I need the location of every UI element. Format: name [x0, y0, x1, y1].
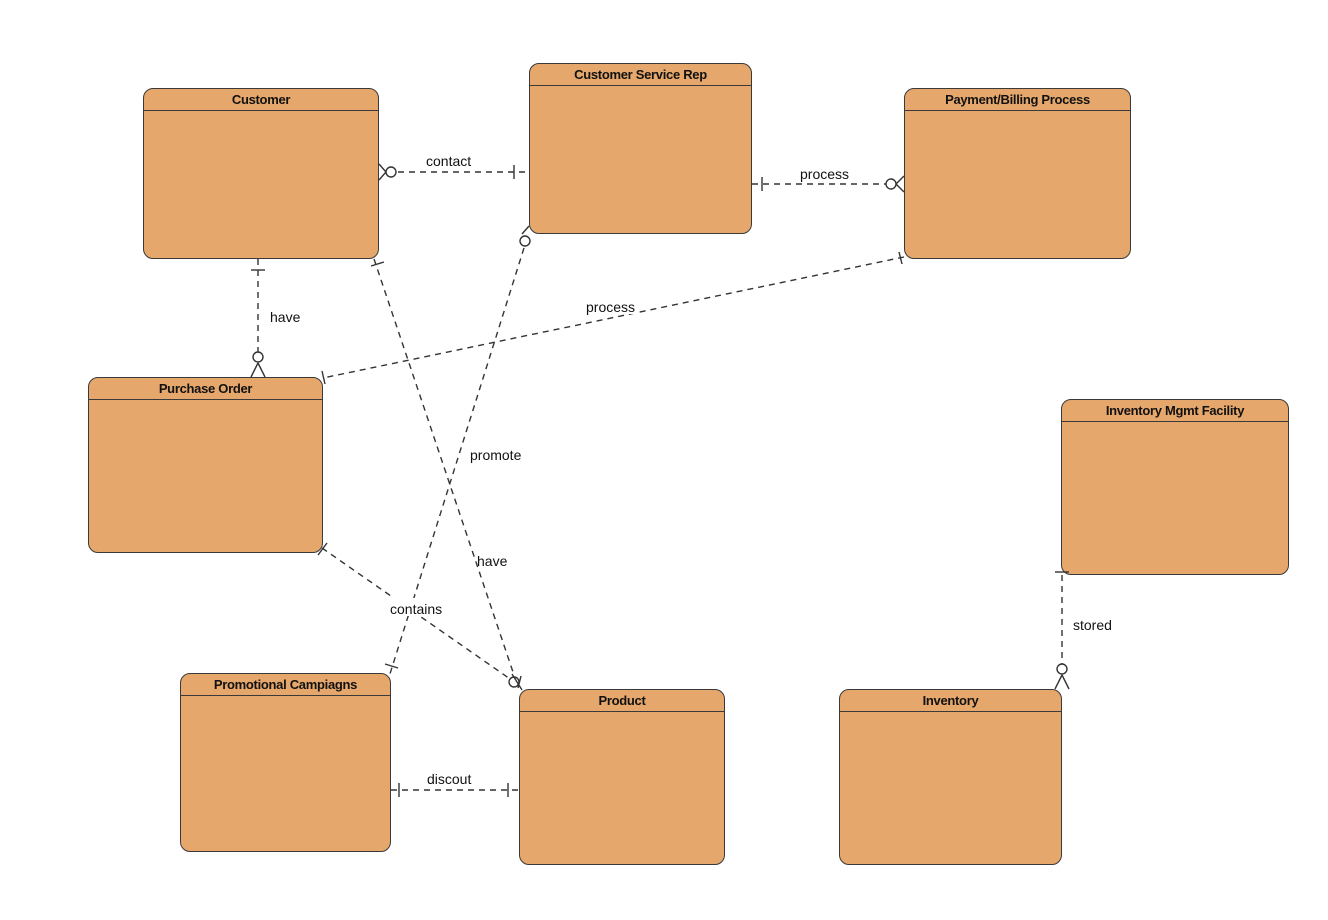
entity-purchase-order[interactable]: Purchase Order [88, 377, 323, 553]
rel-line-process-payment-order[interactable] [322, 256, 905, 379]
crow-zero-many-marker [378, 163, 397, 181]
entity-title: Purchase Order [89, 378, 322, 400]
crow-zero-many-marker [508, 673, 523, 691]
one-marker [384, 663, 399, 669]
entity-title: Inventory [840, 690, 1061, 712]
entity-title: Customer Service Rep [530, 64, 751, 86]
crow-zero-many-marker [519, 225, 531, 247]
rel-label-process-rep-payment: process [800, 166, 849, 182]
rel-label-discout: discout [427, 771, 471, 787]
rel-label-have-customer-order: have [270, 309, 301, 325]
entity-customer-service-rep[interactable]: Customer Service Rep [529, 63, 752, 234]
entity-promotional-campaigns[interactable]: Promotional Campiagns [180, 673, 391, 852]
one-marker [317, 542, 328, 556]
entity-title: Customer [144, 89, 378, 111]
rel-label-contains: contains [390, 601, 442, 617]
rel-label-promote: promote [470, 447, 522, 463]
rel-label-process-payment-order: process [586, 299, 635, 315]
entity-title: Promotional Campiagns [181, 674, 390, 696]
rel-label-stored: stored [1073, 617, 1112, 633]
entity-title: Inventory Mgmt Facility [1062, 400, 1288, 422]
crow-zero-many-marker [885, 175, 905, 193]
entity-title: Payment/Billing Process [905, 89, 1130, 111]
entity-inventory-mgmt-facility[interactable]: Inventory Mgmt Facility [1061, 399, 1289, 575]
one-marker [898, 251, 903, 265]
crow-zero-many-marker [250, 351, 266, 378]
rel-line-contains[interactable] [321, 547, 514, 682]
rel-label-have-customer-product: have [477, 553, 508, 569]
rel-label-contact: contact [426, 153, 471, 169]
entity-inventory[interactable]: Inventory [839, 689, 1062, 865]
one-marker [370, 261, 385, 267]
rel-line-have-customer-product[interactable] [373, 258, 515, 676]
entity-product[interactable]: Product [519, 689, 725, 865]
crow-zero-many-marker [1054, 663, 1070, 690]
entity-customer[interactable]: Customer [143, 88, 379, 259]
entity-title: Product [520, 690, 724, 712]
one-marker [321, 370, 326, 385]
entity-payment-billing-process[interactable]: Payment/Billing Process [904, 88, 1131, 259]
